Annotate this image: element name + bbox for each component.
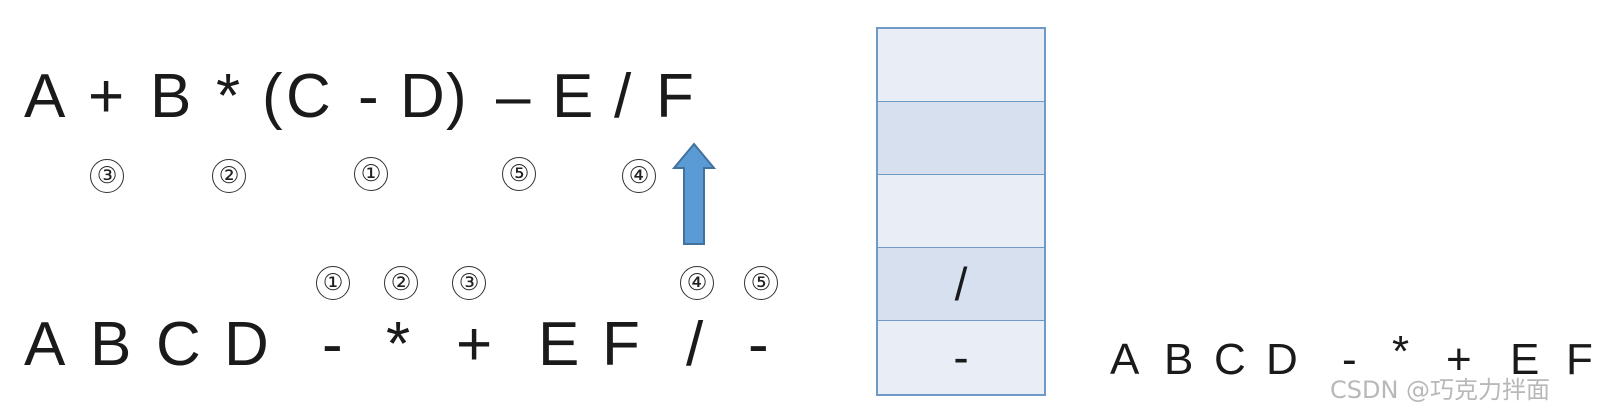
postfix-mark: ⑤ <box>744 266 778 300</box>
output-token: D <box>1266 335 1298 384</box>
infix-token: B <box>150 62 192 131</box>
infix-token: ) <box>446 62 467 131</box>
postfix-token: * <box>386 310 411 379</box>
precedence-mark: ④ <box>622 159 656 193</box>
stack-cell: / <box>878 248 1044 321</box>
postfix-token: D <box>224 310 269 379</box>
output-token: * <box>1392 327 1410 376</box>
postfix-token: E <box>538 310 580 379</box>
up-arrow-icon <box>672 142 716 245</box>
postfix-mark: ④ <box>680 266 714 300</box>
operator-stack: / - <box>876 27 1046 396</box>
infix-token: + <box>88 62 125 131</box>
output-token: B <box>1164 335 1194 384</box>
postfix-mark: ① <box>316 266 350 300</box>
infix-token: F <box>656 62 694 131</box>
postfix-token: F <box>602 310 640 379</box>
infix-token: C <box>286 62 331 131</box>
postfix-token: + <box>456 310 493 379</box>
infix-token: - <box>358 62 379 131</box>
postfix-token: C <box>156 310 201 379</box>
precedence-mark: ⑤ <box>502 157 536 191</box>
output-token: C <box>1214 335 1246 384</box>
output-token: - <box>1342 335 1357 384</box>
infix-token: / <box>614 62 632 131</box>
stack-cell <box>878 175 1044 248</box>
precedence-mark: ③ <box>90 159 124 193</box>
output-token: A <box>1110 335 1140 384</box>
infix-token: A <box>24 62 66 131</box>
postfix-token: B <box>90 310 132 379</box>
stack-cell: - <box>878 321 1044 394</box>
infix-token: D <box>400 62 445 131</box>
watermark: CSDN @巧克力拌面 <box>1330 376 1551 404</box>
output-token: + <box>1446 335 1472 384</box>
postfix-mark: ③ <box>452 266 486 300</box>
precedence-mark: ② <box>212 159 246 193</box>
stack-cell <box>878 29 1044 102</box>
postfix-token: / <box>686 310 704 379</box>
infix-token: ( <box>262 62 283 131</box>
postfix-token: - <box>322 310 343 379</box>
output-token: E <box>1510 335 1540 384</box>
infix-token: – <box>496 62 531 131</box>
postfix-token: - <box>748 310 769 379</box>
postfix-token: A <box>24 310 66 379</box>
output-token: F <box>1566 335 1593 384</box>
postfix-mark: ② <box>384 266 418 300</box>
infix-token: E <box>552 62 594 131</box>
infix-token: * <box>216 62 241 131</box>
precedence-mark: ① <box>354 157 388 191</box>
stack-cell <box>878 102 1044 175</box>
